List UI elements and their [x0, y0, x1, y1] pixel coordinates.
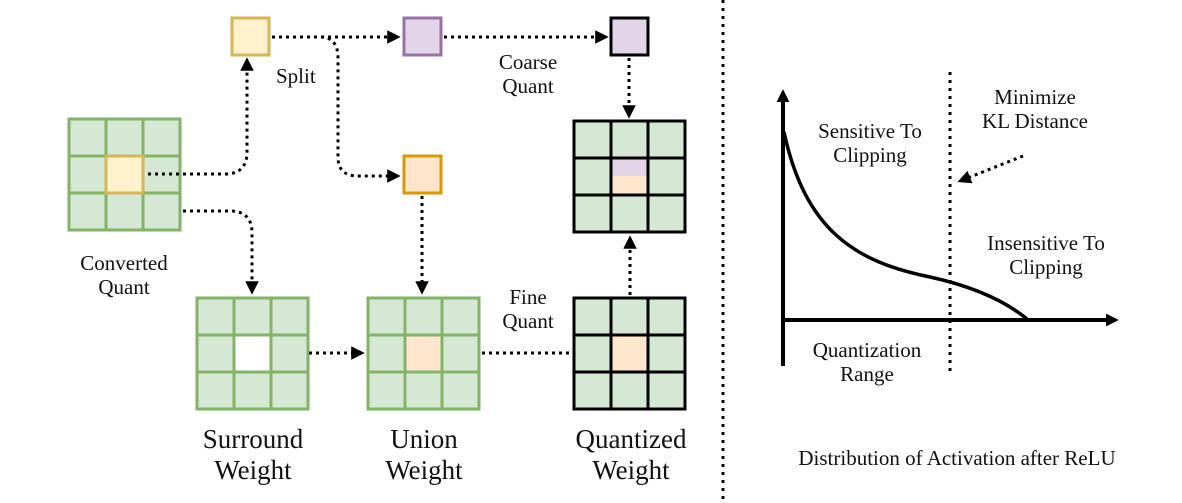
split-yellow-square [230, 16, 271, 57]
fine-orange-square [402, 154, 443, 195]
fine-quant-grid [572, 296, 687, 411]
surround-weight-line-1: Surround [202, 424, 304, 454]
coarse-quant-label: Coarse Quant [487, 50, 569, 98]
minimize-kl-line-2: KL Distance [982, 109, 1088, 134]
activation-curve [782, 131, 1029, 321]
sensitive-line-2: Clipping [833, 143, 907, 168]
quantized-weight-grid [572, 119, 687, 234]
insensitive-line-1: Insensitive To [987, 231, 1105, 255]
sensitive-label: Sensitive To Clipping [796, 119, 944, 167]
quantized-weight-line-1: Quantized [575, 424, 687, 454]
converted-quant-line-2: Quant [98, 275, 150, 300]
fine-quant-line-1: Fine [509, 285, 547, 309]
fine-quant-label: Fine Quant [492, 285, 564, 333]
union-weight-line-2: Weight [385, 455, 463, 486]
quantization-range-label: Quantization Range [796, 338, 938, 386]
surround-weight-line-2: Weight [214, 455, 292, 486]
coarse-quant-line-1: Coarse [498, 50, 558, 74]
coarse-result-square [609, 16, 650, 57]
minimize-kl-label: Minimize KL Distance [960, 85, 1110, 133]
minimize-kl-line-1: Minimize [994, 85, 1076, 109]
quantization-range-line-1: Quantization [812, 338, 922, 362]
quantization-range-line-2: Range [840, 362, 894, 387]
union-weight-label: Union Weight [362, 424, 486, 486]
coarse-quant-line-2: Quant [502, 74, 554, 99]
surround-weight-grid [195, 296, 310, 411]
sensitive-line-1: Sensitive To [818, 119, 922, 143]
converted-center-cell [104, 154, 145, 195]
distribution-caption: Distribution of Activation after ReLU [798, 446, 1116, 470]
split-label: Split [276, 64, 316, 88]
union-weight-line-1: Union [390, 424, 458, 454]
fine-quant-line-2: Quant [502, 309, 554, 334]
insensitive-label: Insensitive To Clipping [966, 231, 1126, 279]
insensitive-line-2: Clipping [1009, 255, 1083, 280]
arrow-split-to-fine [272, 35, 401, 183]
arrow-kl-distance [957, 154, 1024, 184]
quantized-weight-label: Quantized Weight [560, 424, 702, 486]
converted-quant-grid [67, 117, 182, 232]
quantized-weight-line-2: Weight [592, 455, 670, 486]
arrow-converted-to-surround [183, 209, 259, 295]
arrow-converted-to-split [148, 57, 254, 176]
coarse-purple-square [402, 16, 443, 57]
union-weight-grid [366, 296, 481, 411]
converted-quant-label: Converted Quant [60, 251, 188, 299]
converted-quant-line-1: Converted [80, 251, 168, 275]
surround-weight-label: Surround Weight [180, 424, 326, 486]
